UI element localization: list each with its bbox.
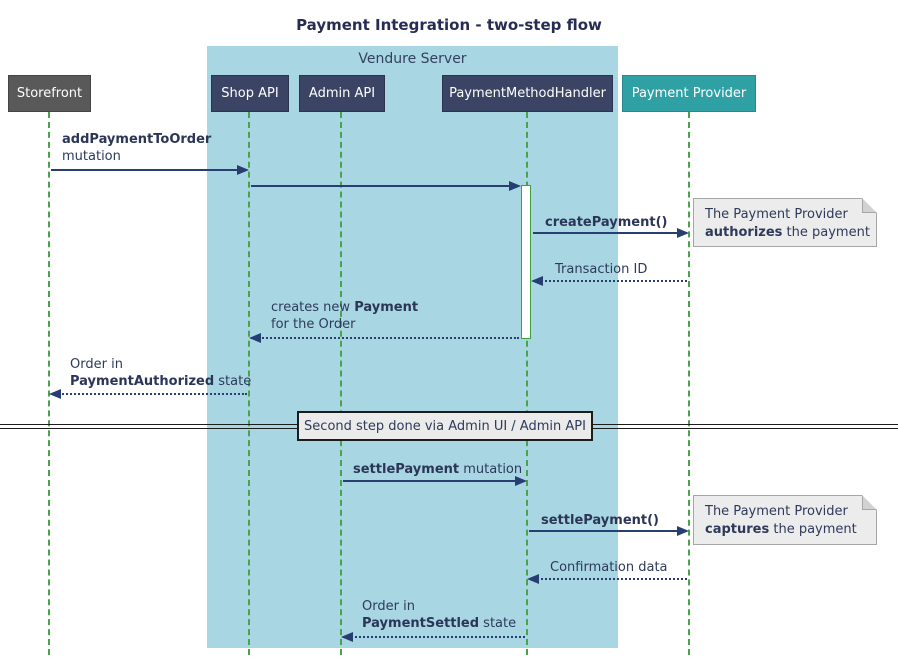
- arrowhead-left-icon: [341, 632, 353, 642]
- note-text: The Payment Provider: [705, 207, 848, 222]
- message-arrow-settle-payment-call: [527, 526, 689, 536]
- arrow-line: [343, 480, 525, 482]
- participant-payment-provider-label: Payment Provider: [631, 86, 747, 101]
- participant-payment-method-handler: PaymentMethodHandler: [442, 75, 613, 112]
- participant-admin-api: Admin API: [299, 75, 385, 112]
- lifeline-shop-api: [248, 112, 250, 655]
- lifeline-payment-method-handler: [526, 112, 528, 655]
- arrowhead-right-icon: [509, 181, 521, 191]
- participant-payment-method-handler-label: PaymentMethodHandler: [449, 86, 606, 101]
- message-label-create-payment: createPayment(): [545, 214, 667, 231]
- arrowhead-right-icon: [677, 526, 689, 536]
- participant-shop-api: Shop API: [211, 75, 289, 112]
- message-text: Payment: [354, 300, 419, 315]
- arrowhead-left-icon: [527, 574, 539, 584]
- arrowhead-left-icon: [531, 276, 543, 286]
- message-text: settlePayment(): [541, 513, 659, 528]
- message-text: mutation: [459, 462, 523, 477]
- participant-storefront: Storefront: [8, 75, 91, 112]
- message-label-payment-authorized: Order in PaymentAuthorized state: [70, 356, 251, 390]
- message-text: settlePayment: [353, 462, 460, 477]
- participant-admin-api-label: Admin API: [308, 86, 376, 101]
- message-arrow-forward-to-handler: [249, 181, 521, 191]
- message-arrow-payment-settled: [341, 632, 527, 642]
- message-text: Transaction ID: [555, 262, 648, 277]
- vendure-server-container: [207, 46, 618, 648]
- message-label-settle-payment-call: settlePayment(): [541, 512, 659, 529]
- arrow-line: [51, 393, 247, 395]
- arrow-line: [529, 578, 687, 580]
- message-text: state: [214, 374, 252, 389]
- arrow-line: [251, 185, 519, 187]
- message-arrow-creates-payment: [249, 333, 521, 343]
- message-arrow-transaction-id: [531, 276, 689, 286]
- arrowhead-left-icon: [249, 333, 261, 343]
- message-text: Confirmation data: [550, 560, 668, 575]
- vendure-server-label: Vendure Server: [358, 51, 467, 67]
- diagram-title: Payment Integration - two-step flow: [296, 16, 602, 34]
- message-text: creates new: [271, 300, 355, 315]
- participant-shop-api-label: Shop API: [221, 86, 279, 101]
- arrow-line: [533, 280, 687, 282]
- note-text: captures: [705, 522, 770, 537]
- lifeline-admin-api: [340, 112, 342, 655]
- arrowhead-right-icon: [237, 165, 249, 175]
- arrow-line: [529, 530, 687, 532]
- message-text: state: [479, 616, 517, 631]
- message-arrow-payment-authorized: [49, 389, 249, 399]
- arrowhead-left-icon: [49, 389, 61, 399]
- message-text: Order in: [362, 599, 415, 614]
- message-arrow-settle-payment-mutation: [341, 476, 527, 486]
- message-label-add-payment-to-order: addPaymentToOrder mutation: [62, 131, 211, 165]
- message-arrow-confirmation-data: [527, 574, 689, 584]
- note-text: the payment: [769, 522, 857, 537]
- note-text: The Payment Provider: [705, 504, 848, 519]
- arrow-line: [533, 232, 687, 234]
- message-label-creates-payment: creates new Payment for the Order: [271, 299, 418, 333]
- participant-storefront-label: Storefront: [16, 86, 83, 101]
- note-text: authorizes: [705, 225, 783, 240]
- message-label-confirmation-data: Confirmation data: [550, 559, 668, 576]
- message-arrow-add-payment-to-order: [49, 165, 249, 175]
- arrow-line: [51, 169, 247, 171]
- arrowhead-right-icon: [515, 476, 527, 486]
- note-authorizes: The Payment Provider authorizes the paym…: [693, 198, 877, 247]
- lifeline-storefront: [48, 112, 50, 655]
- message-text: Order in: [70, 357, 123, 372]
- message-text: addPaymentToOrder: [62, 132, 212, 147]
- message-text: PaymentSettled: [362, 616, 480, 631]
- activation-bar: [521, 185, 531, 339]
- message-label-payment-settled: Order in PaymentSettled state: [362, 598, 516, 632]
- message-arrow-create-payment: [531, 228, 689, 238]
- lifeline-payment-provider: [688, 112, 690, 655]
- message-label-transaction-id: Transaction ID: [555, 261, 647, 278]
- note-captures: The Payment Provider captures the paymen…: [693, 495, 877, 545]
- message-text: createPayment(): [545, 215, 668, 230]
- message-text: mutation: [62, 149, 121, 164]
- message-text: for the Order: [271, 317, 356, 332]
- participant-payment-provider: Payment Provider: [622, 75, 756, 112]
- note-text: the payment: [782, 225, 870, 240]
- arrow-line: [251, 337, 519, 339]
- arrow-line: [343, 636, 525, 638]
- divider: Second step done via Admin UI / Admin AP…: [297, 411, 593, 441]
- arrowhead-right-icon: [677, 228, 689, 238]
- message-label-settle-payment-mutation: settlePayment mutation: [353, 461, 522, 478]
- message-text: PaymentAuthorized: [70, 374, 215, 389]
- divider-label: Second step done via Admin UI / Admin AP…: [304, 418, 586, 434]
